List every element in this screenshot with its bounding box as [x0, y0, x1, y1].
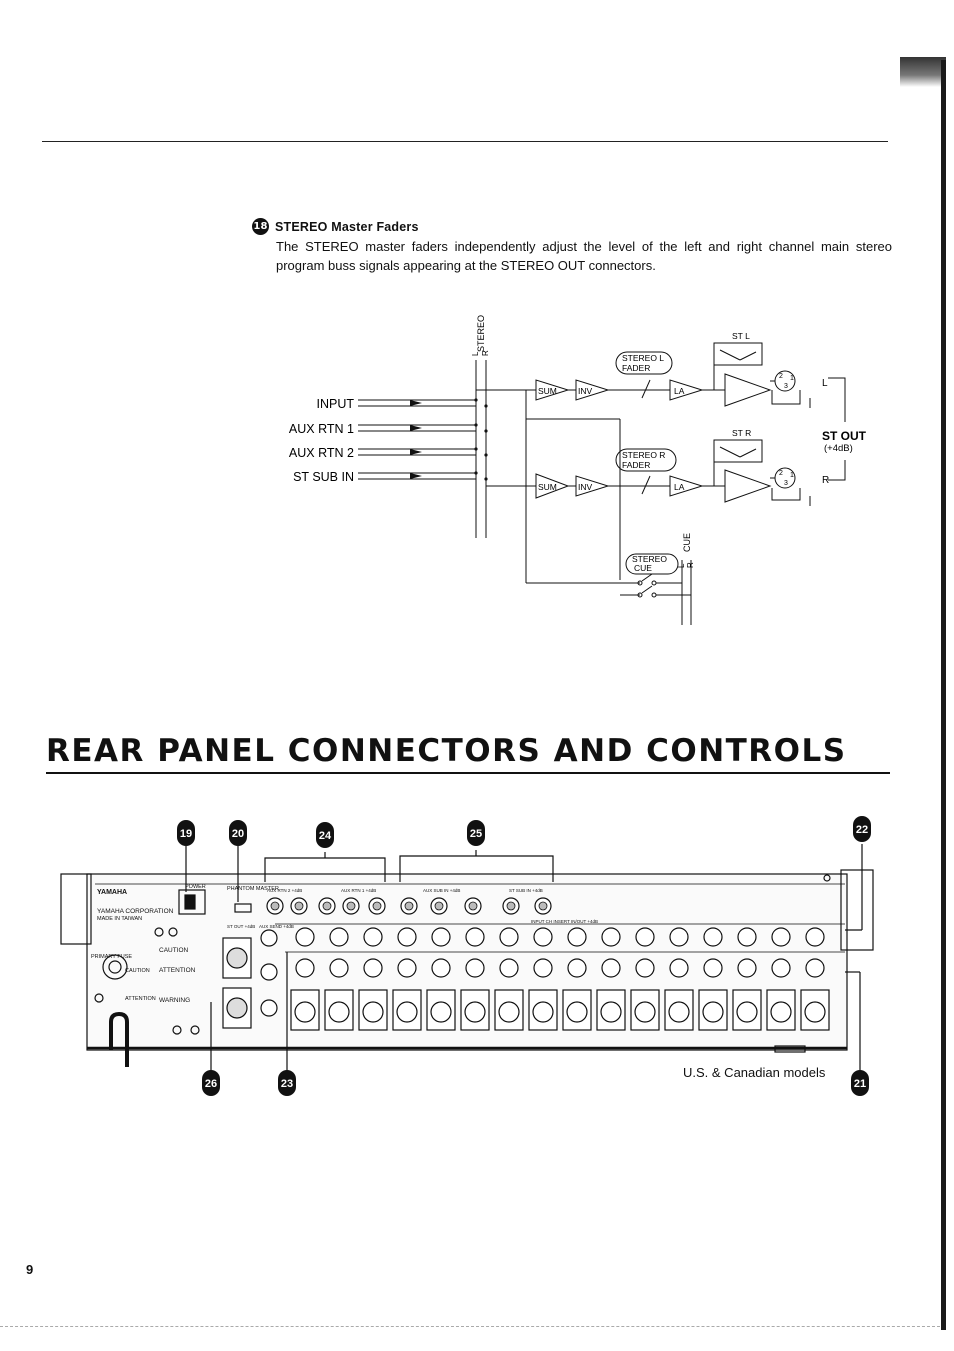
svg-text:19: 19	[180, 828, 192, 840]
page-number: 9	[26, 1262, 34, 1277]
st-out-panel-label: ST OUT +4dB	[227, 924, 255, 929]
svg-text:23: 23	[281, 1078, 293, 1090]
made-in-label: MADE IN TAIWAN	[97, 916, 142, 922]
rear-panel-illustration: YAMAHA YAMAHA CORPORATION MADE IN TAIWAN…	[60, 816, 874, 1096]
figure-caption: U.S. & Canadian models	[683, 1065, 826, 1080]
stereo-cue-label: STEREO	[632, 554, 667, 564]
cue-bus-label: CUE	[682, 533, 692, 552]
rear-jacks	[222, 897, 830, 1031]
svg-text:26: 26	[205, 1078, 217, 1090]
svg-text:21: 21	[854, 1078, 866, 1090]
cue-bus-l: L	[677, 563, 686, 568]
input-label: INPUT	[317, 397, 355, 411]
svg-text:22: 22	[856, 824, 868, 836]
xlr-pin-label: 2	[779, 373, 783, 380]
callout-24: 24	[316, 822, 334, 848]
svg-text:25: 25	[470, 828, 482, 840]
cue-bus-r: R	[686, 562, 695, 568]
stereo-bus-label: STEREO	[476, 315, 486, 352]
xlr-pin-label: 1	[790, 375, 794, 382]
power-label: POWER	[185, 884, 206, 890]
sum-amp-l: SUM	[538, 386, 557, 396]
st-out-l-label: L	[822, 378, 828, 389]
callout-20: 20	[229, 820, 247, 846]
stereo-cue-label-2: CUE	[634, 563, 652, 573]
stereo-fader-block-diagram: INPUT AUX RTN 1 AUX RTN 2 ST SUB IN STER…	[289, 315, 867, 625]
stereo-r-fader-label: STEREO R	[622, 450, 665, 460]
callout-22: 22	[853, 816, 871, 842]
yamaha-corporation: YAMAHA CORPORATION	[97, 908, 174, 915]
xlr-pin-label: 2	[779, 470, 783, 477]
section-title: STEREO Master Faders	[275, 219, 419, 234]
section-number-badge: 18	[252, 218, 269, 235]
phantom-master-label: PHANTOM MASTER	[227, 886, 279, 892]
aux-rtn-2-panel-label: AUX RTN 2 +4dB	[267, 888, 302, 893]
st-out-level-label: (+4dB)	[824, 443, 853, 454]
stereo-l-fader-label: STEREO L	[622, 353, 664, 363]
stereo-r-fader-label-2: FADER	[622, 460, 650, 470]
input-lines	[358, 399, 476, 480]
section-body-text: The STEREO master faders independently a…	[276, 239, 892, 273]
st-l-meter-label: ST L	[732, 331, 750, 341]
aux-rtn-2-label: AUX RTN 2	[289, 446, 354, 460]
st-out-label: ST OUT	[822, 429, 867, 443]
header-rule	[42, 141, 888, 142]
footer-rule	[0, 1326, 940, 1327]
xlr-pin-label: 1	[790, 472, 794, 479]
stereo-bus-l: L	[471, 351, 480, 356]
la-amp-r: LA	[674, 482, 685, 492]
caution-label: CAUTION	[159, 947, 189, 954]
svg-text:20: 20	[232, 828, 244, 840]
st-sub-in-panel-label: ST SUB IN +4dB	[509, 888, 543, 893]
xlr-pin-label: 3	[784, 480, 788, 487]
callout-25: 25	[467, 820, 485, 846]
page-edge-shadow	[900, 57, 946, 87]
callout-26: 26	[202, 1070, 220, 1096]
aux-rtn-1-label: AUX RTN 1	[289, 422, 354, 436]
stereo-master-faders-section: 18 STEREO Master Faders The STEREO maste…	[252, 218, 892, 275]
callout-19: 19	[177, 820, 195, 846]
st-r-meter-label: ST R	[732, 428, 751, 438]
st-sub-in-label: ST SUB IN	[293, 470, 354, 484]
rear-panel-heading: REAR PANEL CONNECTORS AND CONTROLS	[46, 733, 847, 769]
svg-text:24: 24	[319, 830, 332, 842]
stereo-bus-r: R	[481, 350, 490, 356]
attention-label-2: ATTENTION	[125, 996, 156, 1002]
primary-fuse-label: PRIMARY FUSE	[91, 954, 132, 960]
caution-label-2: CAUTION	[125, 968, 150, 974]
input-ch-insert-panel-label: INPUT CH INSERT IN/OUT +4dB	[531, 919, 598, 924]
attention-label: ATTENTION	[159, 967, 196, 974]
callout-21: 21	[851, 1070, 869, 1096]
xlr-pin-label: 3	[784, 383, 788, 390]
aux-send-panel-label: AUX SEND +4dB	[259, 924, 294, 929]
section-heading: 18 STEREO Master Faders	[252, 218, 892, 235]
warning-label: WARNING	[159, 997, 190, 1004]
inv-amp-l: INV	[578, 386, 593, 396]
aux-sub-in-panel-label: AUX SUB IN +4dB	[423, 888, 460, 893]
stereo-l-fader-label-2: FADER	[622, 363, 650, 373]
sum-amp-r: SUM	[538, 482, 557, 492]
st-out-r-label: R	[822, 475, 829, 486]
page-binding-edge	[941, 60, 946, 1330]
rear-panel-heading-rule	[46, 772, 890, 774]
yamaha-brand: YAMAHA	[97, 889, 127, 896]
callout-23: 23	[278, 1070, 296, 1096]
inv-amp-r: INV	[578, 482, 593, 492]
la-amp-l: LA	[674, 386, 685, 396]
aux-rtn-1-panel-label: AUX RTN 1 +4dB	[341, 888, 376, 893]
